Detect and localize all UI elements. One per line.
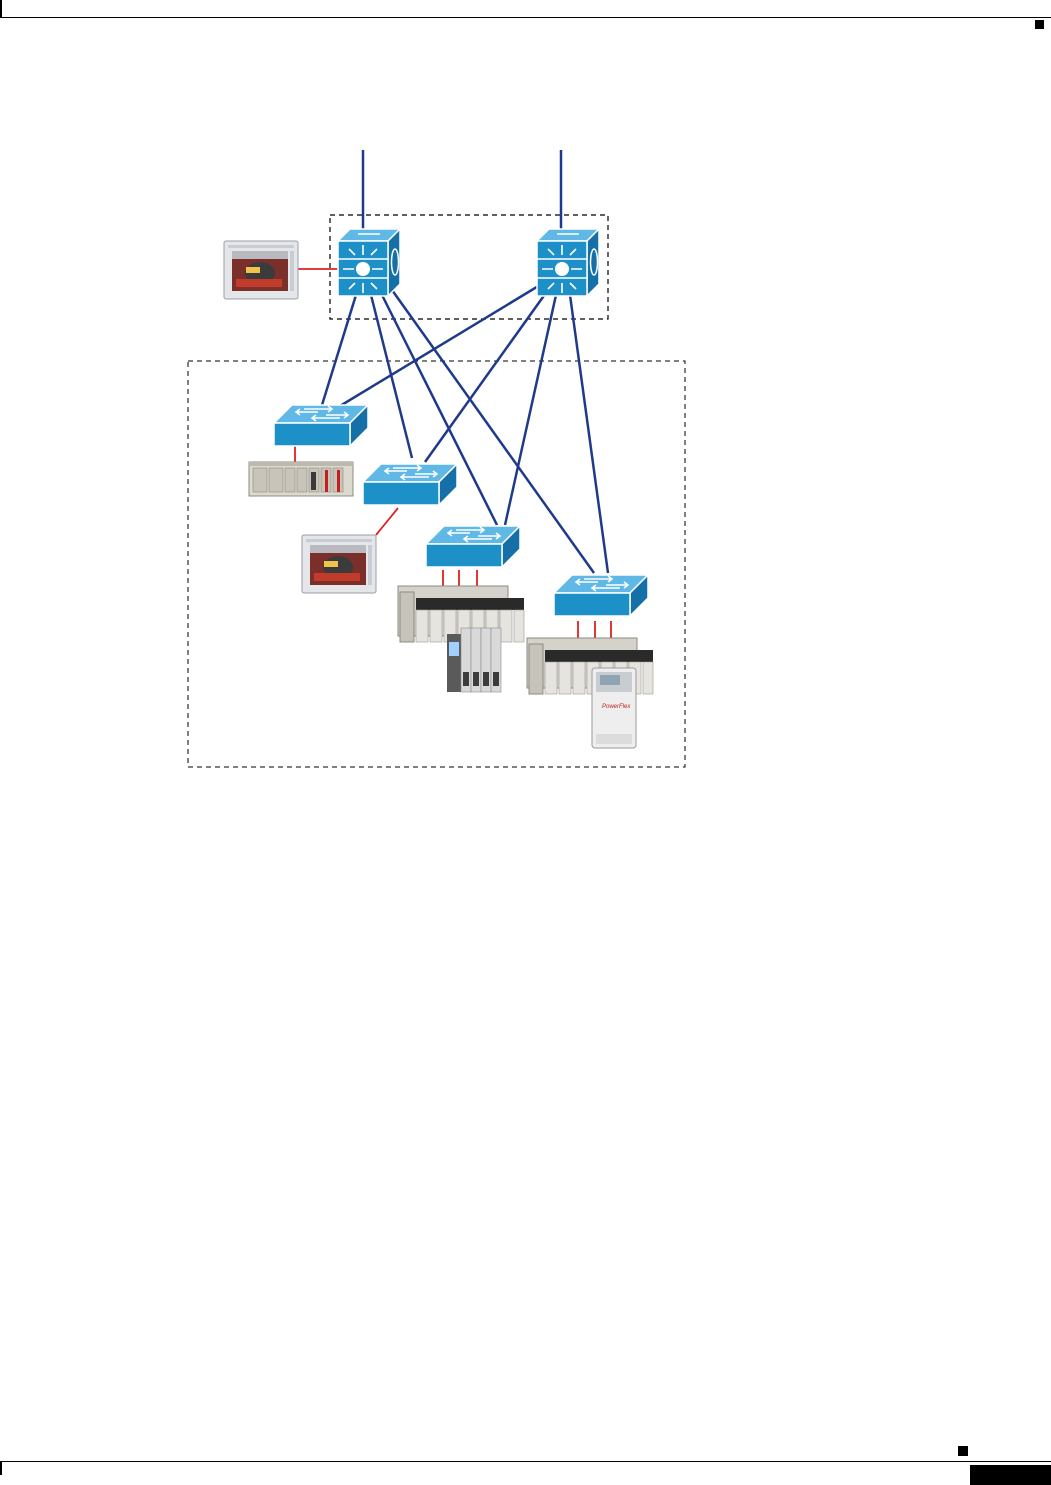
link-dist2-access4 xyxy=(570,295,608,573)
access-switch-4-icon xyxy=(554,575,648,616)
link-access2-hmi xyxy=(376,508,398,535)
link-dist1-access1 xyxy=(322,295,356,405)
distribution-switch-1-icon xyxy=(338,229,400,296)
link-dist2-access2 xyxy=(425,290,548,462)
access-switch-1-icon xyxy=(274,405,368,446)
hmi-panel-1-icon xyxy=(224,241,298,299)
distribution-switch-2-icon xyxy=(537,229,599,296)
variable-frequency-drive-icon xyxy=(592,668,636,748)
distributed-io-icon xyxy=(447,628,501,692)
plc-chassis-icon xyxy=(249,462,353,496)
access-switch-3-icon xyxy=(426,526,520,567)
link-dist2-access1 xyxy=(340,282,545,406)
hmi-panel-2-icon xyxy=(302,535,376,593)
link-dist2-access3 xyxy=(505,295,556,525)
access-switch-2-icon xyxy=(363,464,457,505)
